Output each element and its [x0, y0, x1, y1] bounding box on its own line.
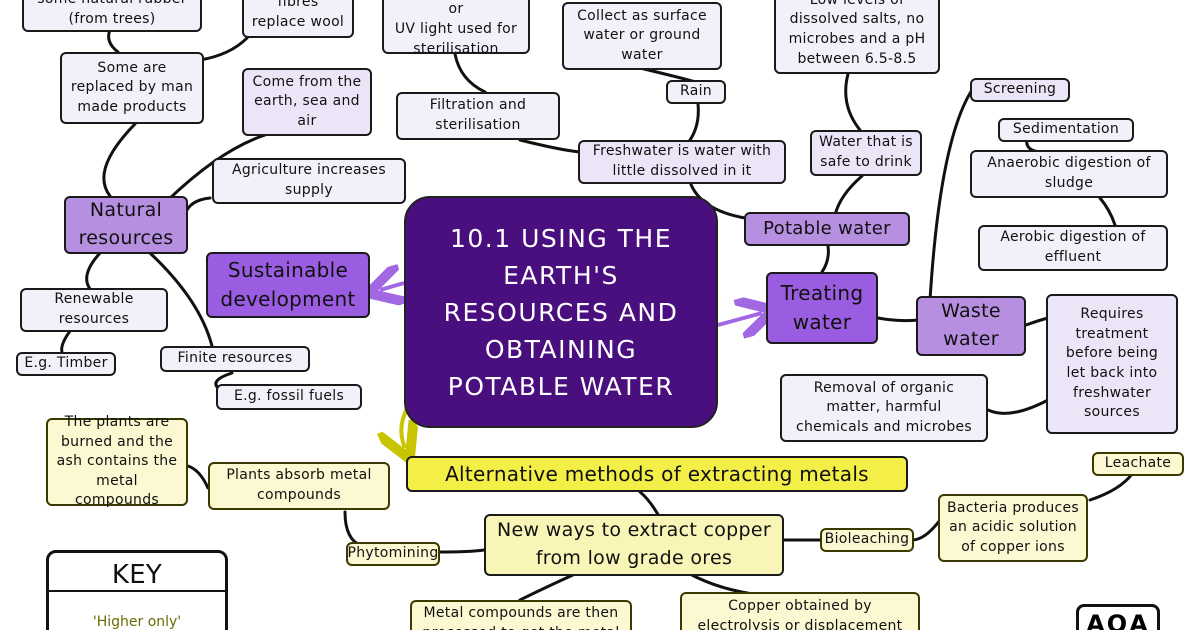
node-timber: E.g. Timber — [16, 352, 116, 376]
node-phytomining: Phytomining — [346, 542, 440, 566]
node-plants-burned: The plants are burned and the ash contai… — [46, 414, 188, 508]
node-potable-water: Potable water — [744, 212, 910, 246]
node-come-from: Come from the earth, sea and air — [242, 68, 372, 136]
node-low-levels: Low levels of dissolved salts, no microb… — [774, 0, 940, 74]
node-leachate: Leachate — [1092, 452, 1184, 476]
node-fibres: fibres replace wool — [242, 0, 354, 38]
node-removal: Removal of organic matter, harmful chemi… — [780, 374, 988, 442]
node-finite: Finite resources — [160, 346, 310, 372]
node-plants-absorb: Plants absorb metal compounds — [208, 462, 390, 510]
node-new-ways: New ways to extract copper from low grad… — [484, 514, 784, 576]
node-treating-water: Treating water — [766, 272, 878, 344]
key-higher-only: 'Higher only' — [92, 614, 182, 630]
central-topic: 10.1 USING THE EARTH'S RESOURCES AND OBT… — [404, 196, 718, 428]
key-title: KEY — [111, 560, 163, 590]
node-safe-to-drink: Water that is safe to drink — [810, 130, 922, 176]
node-metal-compounds: Metal compounds are then processed to ge… — [410, 600, 632, 630]
node-renewable: Renewable resources — [20, 288, 168, 332]
node-bioleaching: Bioleaching — [820, 528, 914, 552]
node-waste-water: Waste water — [916, 296, 1026, 356]
node-natural-resources: Natural resources — [64, 196, 188, 254]
node-aerobic: Aerobic digestion of effluent — [978, 225, 1168, 271]
node-anaerobic: Anaerobic digestion of sludge — [970, 150, 1168, 198]
node-replaced-man-made: Some are replaced by man made products — [60, 52, 204, 124]
node-rain: Rain — [666, 80, 726, 104]
node-freshwater: Freshwater is water with little dissolve… — [578, 140, 786, 184]
key-divider — [48, 590, 226, 592]
node-copper-obtained: Copper obtained by electrolysis or displ… — [680, 592, 920, 630]
node-collect: Collect as surface water or ground water — [562, 2, 722, 70]
node-bacteria: Bacteria produces an acidic solution of … — [938, 494, 1088, 562]
node-agriculture: Agriculture increases supply — [212, 158, 406, 204]
node-chlorine: Chlorine, ozone or UV light used for ste… — [382, 0, 530, 57]
node-sedimentation: Sedimentation — [998, 118, 1134, 142]
node-filtration: Filtration and sterilisation — [396, 92, 560, 140]
node-alternative-methods: Alternative methods of extracting metals — [406, 456, 908, 492]
node-natural-rubber: some natural rubber (from trees) — [22, 0, 202, 32]
node-fossil: E.g. fossil fuels — [216, 384, 362, 410]
node-requires-treatment: Requires treatment before being let back… — [1046, 294, 1178, 434]
aqa-logo: AQA — [1076, 604, 1160, 630]
node-sustainable-development: Sustainable development — [206, 252, 370, 318]
node-screening: Screening — [970, 78, 1070, 102]
